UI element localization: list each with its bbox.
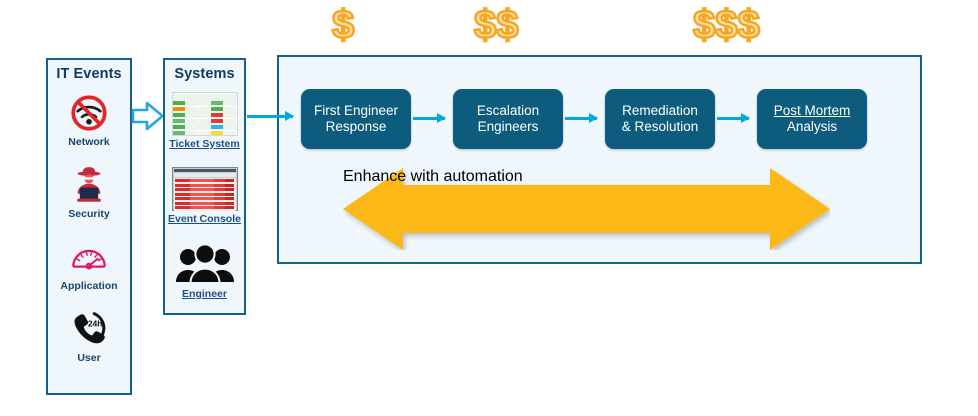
it-event-user[interactable]: 24h User	[48, 308, 130, 364]
hacker-icon	[77, 167, 101, 202]
process-step-1-line2: Response	[325, 119, 387, 134]
process-step-1-line1: First Engineer	[313, 103, 399, 119]
no-wifi-icon	[71, 95, 107, 131]
system-event-console-label[interactable]: Event Console	[168, 213, 241, 225]
it-events-title: IT Events	[56, 66, 122, 82]
it-events-panel: IT Events Network Security	[46, 58, 132, 395]
process-step-2-line2: Engineers	[477, 119, 539, 134]
process-step-first-engineer-response[interactable]: First Engineer Response	[301, 89, 411, 149]
process-step-post-mortem-analysis[interactable]: Post Mortem Analysis	[757, 89, 867, 149]
it-event-security[interactable]: Security	[48, 164, 130, 220]
system-event-console[interactable]: Event Console	[165, 167, 244, 225]
engineer-group-icon	[175, 243, 234, 284]
phone-24h-icon: 24h	[74, 312, 106, 344]
system-engineer[interactable]: Engineer	[165, 242, 244, 300]
connector-systems-to-flow	[247, 111, 294, 121]
cost-marker-2: $$	[473, 3, 520, 47]
process-step-2-line1: Escalation	[476, 103, 540, 119]
systems-panel: Systems Ticket System	[163, 58, 246, 315]
connector-1-2	[413, 113, 446, 123]
process-step-3-line1: Remediation	[622, 103, 698, 119]
it-event-network-label: Network	[68, 136, 110, 148]
gauge-icon	[72, 249, 106, 270]
cost-marker-1: $	[331, 3, 356, 47]
process-step-4-line1: Post Mortem	[773, 103, 851, 119]
system-ticket-system[interactable]: Ticket System	[165, 92, 244, 150]
systems-title: Systems	[174, 66, 235, 82]
process-step-escalation-engineers[interactable]: Escalation Engineers	[453, 89, 563, 149]
connector-3-4	[717, 113, 750, 123]
system-ticket-system-label[interactable]: Ticket System	[169, 138, 240, 150]
ticket-table-thumbnail	[171, 92, 238, 136]
system-engineer-label[interactable]: Engineer	[182, 288, 227, 300]
event-console-thumbnail	[171, 167, 238, 211]
process-step-remediation-resolution[interactable]: Remediation & Resolution	[605, 89, 715, 149]
process-step-4-line2: Analysis	[786, 119, 838, 134]
it-event-security-label: Security	[68, 208, 110, 220]
enhance-with-automation-arrow	[343, 168, 830, 250]
connector-2-3	[565, 113, 598, 123]
svg-text:24h: 24h	[88, 318, 102, 328]
feed-arrow-icon	[131, 101, 164, 131]
it-event-network[interactable]: Network	[48, 92, 130, 148]
it-event-application[interactable]: Application	[48, 236, 130, 292]
it-event-application-label: Application	[60, 280, 118, 292]
it-event-user-label: User	[77, 352, 101, 364]
process-step-3-line2: & Resolution	[621, 119, 699, 134]
cost-marker-3: $$$	[692, 3, 761, 47]
